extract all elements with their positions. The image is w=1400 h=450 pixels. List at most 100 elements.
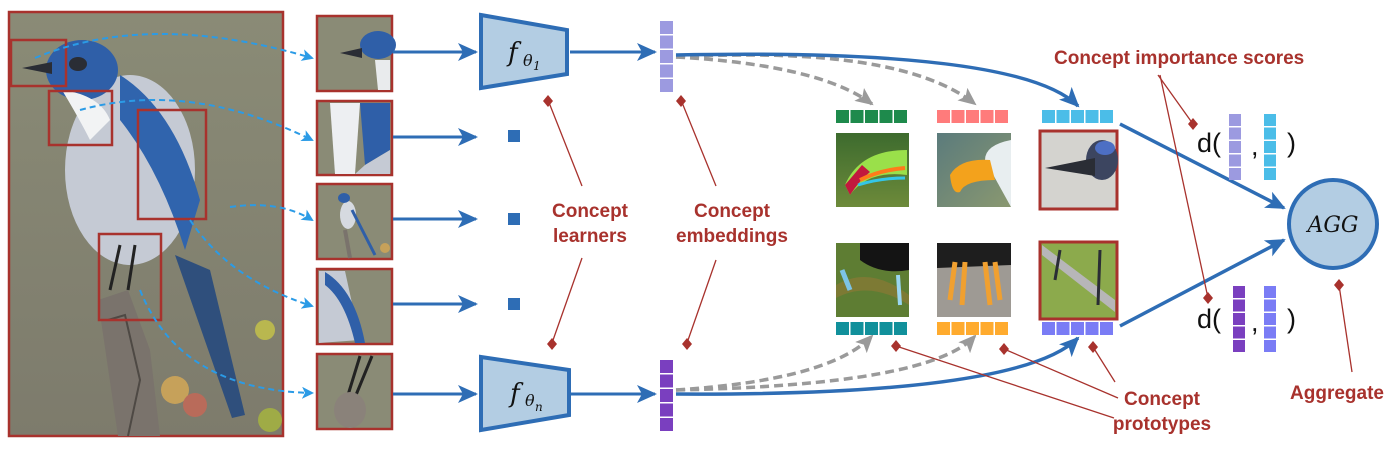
label-concept-importance-scores: Concept importance scores: [1054, 48, 1304, 69]
prototype-toucan-beak: [836, 133, 909, 207]
diamond-icon: [999, 343, 1009, 355]
prototype-bottom-3-vector-cell: [1071, 322, 1084, 335]
annotation-diamonds: [543, 95, 1344, 355]
distance-top-left-cell: [1229, 127, 1241, 140]
embedding-n-cell: [660, 374, 673, 388]
embedding-1-cell: [660, 64, 673, 78]
learner-n-index: n: [535, 400, 543, 414]
distance-bottom-right-cell: [1264, 340, 1276, 352]
distance-bottom-suffix: ): [1287, 304, 1296, 334]
distance-bottom-left-cell: [1233, 340, 1245, 352]
concept-embedding-n: [660, 360, 673, 431]
crop-throat: [315, 99, 394, 177]
distance-top-right-cell: [1264, 114, 1276, 126]
diamond-icon: [1188, 118, 1198, 130]
embedding-n-cell: [660, 403, 673, 417]
label-concept-learners-line1: Concept: [552, 201, 629, 222]
prototype-top-3-vector-cell: [1100, 110, 1113, 123]
prototype-bottom-3-vector-cell: [1042, 322, 1055, 335]
annot-line-embeddings-top: [680, 99, 717, 187]
annot-line-embeddings-bottom: [686, 259, 717, 344]
bottom-to-aggregator-arrow: [1119, 238, 1286, 328]
prototype-bottom-2-vector-cell: [937, 322, 950, 335]
region-wing: [136, 108, 208, 221]
gray-arrow-top-2: [675, 53, 977, 106]
prototype-top-1-vector-cell: [879, 110, 893, 123]
annot-line-prototypes-3: [1092, 346, 1116, 383]
distance-bottom-left-cell: [1233, 286, 1245, 298]
prototype-top-1-vector-cell: [836, 110, 849, 123]
region-arrow-4: [189, 219, 314, 309]
ellipsis-dot-3: [508, 298, 520, 310]
diamond-icon: [682, 338, 692, 350]
distance-top-right-cell: [1264, 141, 1276, 153]
prototype-jay-feet-selected: [1038, 240, 1119, 321]
region-arrow-3: [229, 204, 314, 222]
region-arrow-5: [139, 289, 314, 399]
learner-1-index: 1: [533, 59, 541, 73]
prototype-bottom-2-vector-cell: [995, 322, 1008, 335]
ellipsis-dot-1: [508, 130, 520, 142]
embedding-1-cell: [660, 21, 673, 34]
label-aggregate: Aggregate: [1290, 383, 1384, 404]
prototype-top-1-vector-cell: [894, 110, 907, 123]
prototype-top-3-vector-cell: [1042, 110, 1055, 123]
prototype-comparison-arrows: [675, 53, 977, 392]
prototype-top-2-vector-cell: [951, 110, 965, 123]
aggregator-label: AGG: [1305, 213, 1358, 238]
diamond-icon: [547, 338, 557, 350]
embedding-1-cell: [660, 35, 673, 49]
diamond-icon: [891, 340, 901, 352]
input-image: [7, 10, 285, 438]
prototype-eagle-beak: [937, 133, 1011, 207]
prototype-top-1-vector-cell: [850, 110, 864, 123]
prototype-eagle-talons: [937, 243, 1011, 317]
annot-line-prototypes-1: [895, 345, 1115, 419]
learner-n-sub: θ: [525, 391, 535, 410]
distance-top-comma: ,: [1251, 131, 1259, 161]
distance-top: d( , ): [1197, 128, 1296, 161]
distance-top-vectors: [1229, 114, 1276, 180]
prototype-bottom-1-vector-cell: [879, 322, 893, 335]
prototype-top-3-vector-cell: [1071, 110, 1084, 123]
top-to-aggregator-arrow: [1119, 122, 1286, 210]
learner-1-sub: θ: [523, 51, 533, 70]
prototype-bottom-3-vector-cell: [1100, 322, 1113, 335]
label-concept-embeddings-line2: embeddings: [676, 226, 788, 247]
annot-line-learners-bottom: [551, 257, 583, 344]
region-feet: [97, 232, 163, 322]
distance-bottom-vectors: [1233, 286, 1276, 352]
region-arrow-2: [79, 99, 314, 141]
prototype-bottom-2-vector-cell: [966, 322, 979, 335]
prototype-bottom-1-vector-cell: [865, 322, 878, 335]
distance-bottom-right-cell: [1264, 299, 1276, 312]
distance-top-prefix: d(: [1197, 128, 1221, 158]
prototype-bottom-1-vector-cell: [836, 322, 849, 335]
embedding-n-cell: [660, 389, 673, 402]
prototype-top-2-vector-cell: [966, 110, 979, 123]
concept-embedding-1: [660, 21, 673, 92]
distance-top-left-cell: [1229, 168, 1241, 180]
crop-column: [315, 14, 396, 431]
embedding-n-cell: [660, 360, 673, 373]
distance-bottom: d( , ): [1197, 304, 1296, 337]
distance-top-right-cell: [1264, 154, 1276, 167]
distance-top-right-cell: [1264, 168, 1276, 180]
prototype-jay-beak-selected: [1038, 129, 1119, 211]
prototype-top-2-vector-cell: [937, 110, 950, 123]
label-concept-embeddings-line1: Concept: [694, 201, 771, 222]
distance-top-suffix: ): [1287, 128, 1296, 158]
prototype-bottom-1-vector-cell: [850, 322, 864, 335]
distance-bottom-left-cell: [1233, 326, 1245, 339]
distance-top-left-cell: [1229, 154, 1241, 167]
annotation-lines: [547, 74, 1353, 419]
crop-feet: [315, 352, 394, 431]
prototype-top-2-vector-cell: [995, 110, 1008, 123]
embedding-1-cell: [660, 50, 673, 63]
annot-line-learners-top: [547, 99, 583, 187]
embedding-n-cell: [660, 418, 673, 431]
label-concept-prototypes-line1: Concept: [1124, 389, 1201, 410]
embedding-n-to-selected-prototype-arrow: [675, 336, 1080, 396]
concept-learner-n: f θ n: [479, 354, 571, 433]
gray-arrow-bottom-1: [675, 334, 874, 392]
